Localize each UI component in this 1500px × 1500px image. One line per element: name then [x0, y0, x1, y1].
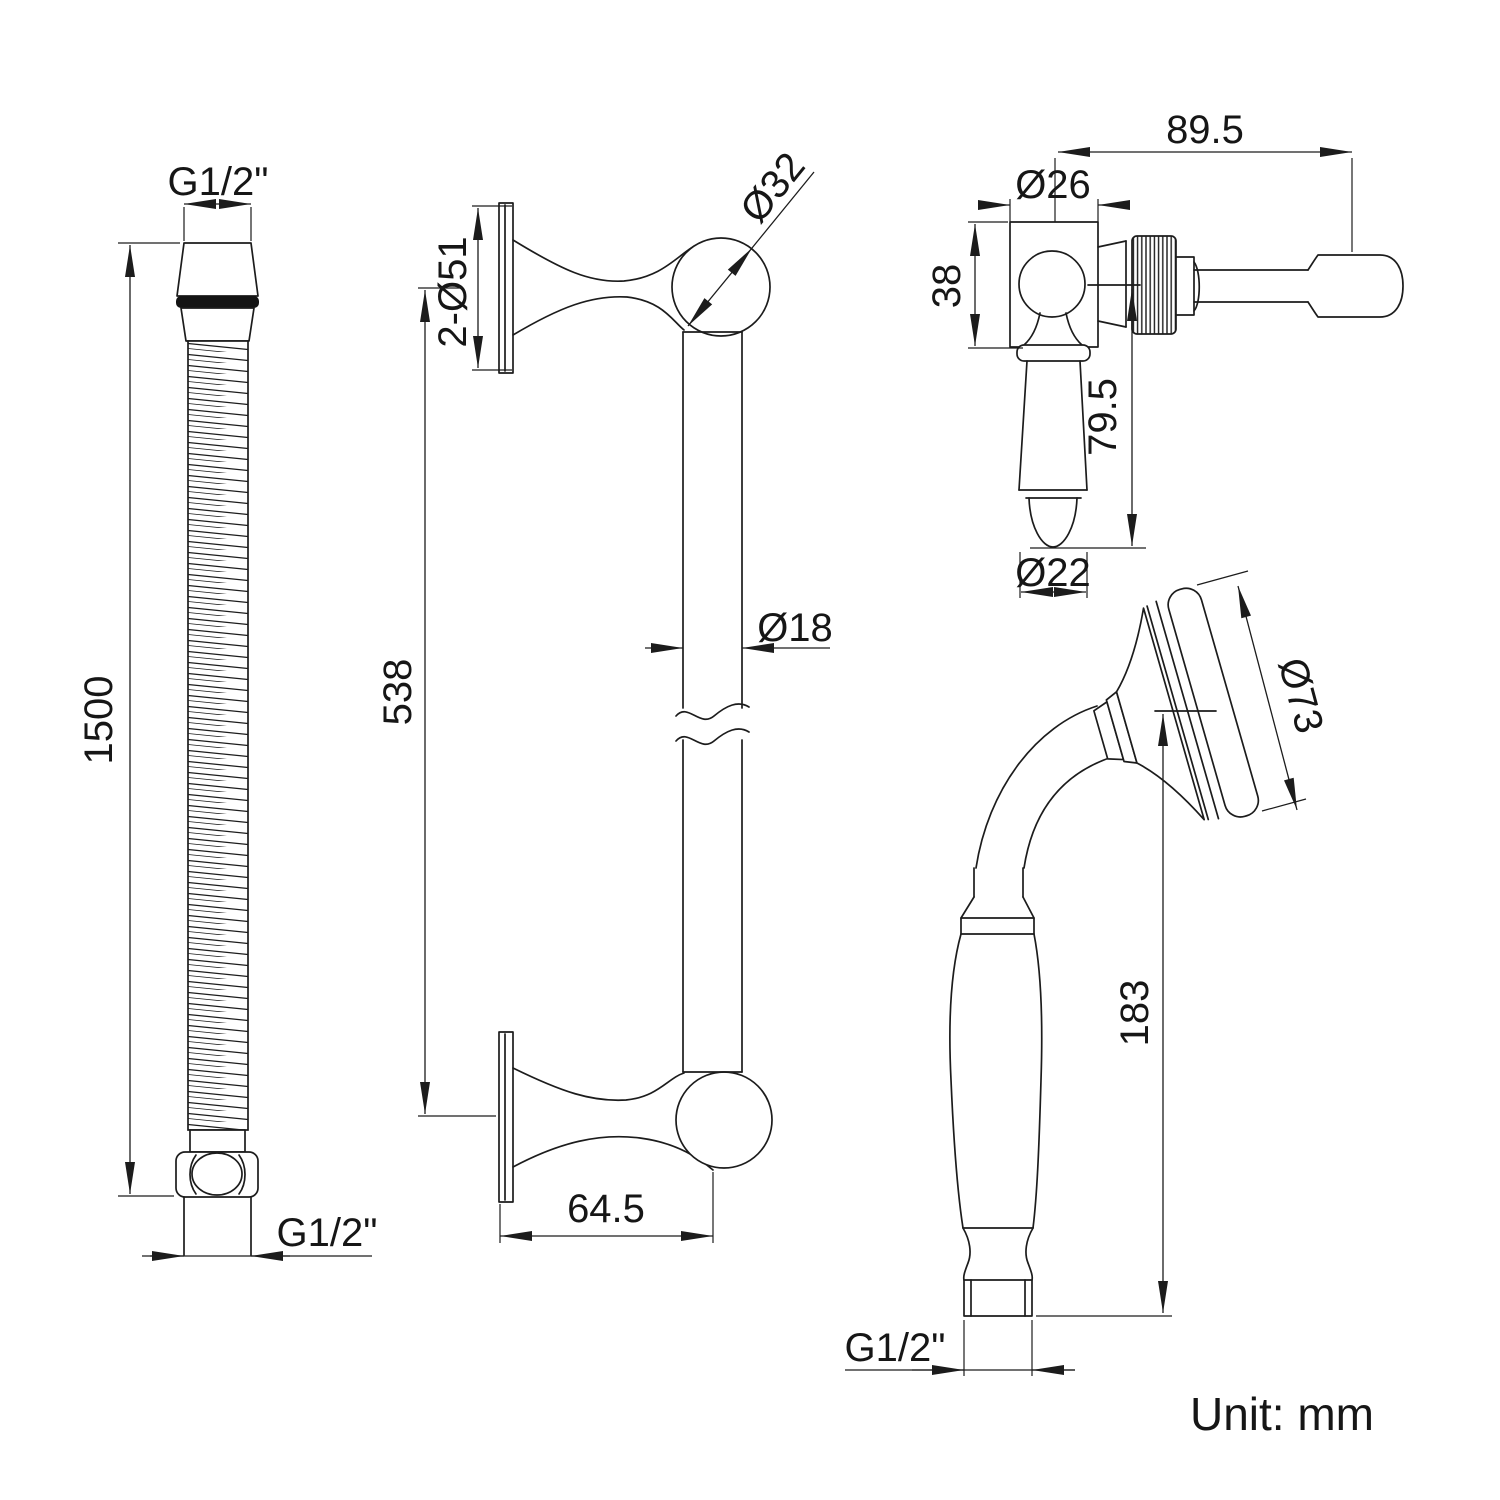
handset-arm-outer: [975, 705, 1098, 869]
grip-barrel-left: [949, 933, 964, 1229]
hose-corrugated-tube: [187, 340, 249, 1131]
hose-top-fitting: [176, 242, 259, 297]
rail-bracket-depth-label: 64.5: [567, 1187, 645, 1231]
head-bell: [1115, 607, 1206, 821]
wall-bracket-drawing: 89.5 Ø26 38 79.5 Ø22: [925, 108, 1404, 598]
hose-nut-facet-left: [189, 1154, 197, 1195]
bracket-ring-collar: [1175, 256, 1195, 316]
rail-bottom-trumpet-upper: [512, 1067, 685, 1102]
bracket-grip-collar: [1016, 344, 1091, 362]
rail-top-trumpet-upper: [512, 239, 703, 283]
dim-line-head-dia: [1237, 585, 1298, 811]
hose-length-label: 1500: [77, 676, 121, 765]
bracket-stem-left: [1023, 312, 1041, 346]
head-rib-2: [1155, 600, 1220, 820]
head-rib-1: [1146, 605, 1210, 821]
hose-nut-facet-right: [238, 1154, 246, 1195]
rail-flange-dia-label: 2-Ø51: [431, 236, 475, 347]
grip-lower-neck-left: [962, 1227, 971, 1281]
hose-bottom-thread-label: G1/2": [277, 1211, 378, 1255]
rail-length-label: 538: [376, 659, 420, 726]
handset-arm-inner: [1023, 756, 1113, 869]
hose-top-fitting-lower: [180, 307, 255, 342]
handset-length-label: 183: [1113, 980, 1157, 1047]
bracket-grip-length-label: 79.5: [1081, 378, 1125, 456]
bracket-neck-top: [1097, 240, 1127, 248]
rail-bottom-flange: [498, 1031, 514, 1203]
unit-note: Unit: mm: [1190, 1388, 1374, 1440]
bracket-ball-joint: [1018, 250, 1086, 318]
leader-line: [751, 171, 815, 249]
bracket-lever-handle: [1307, 254, 1404, 318]
hose-bottom-neck: [189, 1129, 246, 1153]
bracket-stem-right: [1065, 312, 1083, 346]
bracket-grip-left: [1018, 360, 1028, 491]
rail-break-line-top: [675, 703, 750, 721]
grip-barrel-right: [1032, 933, 1043, 1229]
head-face-rim: [1167, 587, 1260, 818]
bracket-grip-dome: [1028, 497, 1078, 548]
hose-drawing: G1/2" 1500 G1/2": [77, 160, 378, 1261]
handset-drawing: Ø73 183 G1/2": [845, 570, 1332, 1376]
hose-nut-face: [191, 1152, 243, 1196]
bracket-width-label: 89.5: [1166, 108, 1244, 152]
slide-rail-drawing: 2-Ø51 Ø32 538 Ø18 64.5: [376, 145, 833, 1243]
rail-top-knob: [671, 237, 771, 337]
ext-line: [1261, 798, 1307, 812]
bracket-body-dia-label: Ø26: [1015, 163, 1091, 207]
rail-bar-dia-label: Ø18: [757, 606, 833, 650]
bracket-grip-dia-label: Ø22: [1015, 551, 1091, 595]
rail-top-flange: [498, 202, 514, 374]
bracket-neck-bottom: [1097, 320, 1127, 328]
bracket-body-height-label: 38: [925, 264, 969, 309]
handset-head-dia-label: Ø73: [1270, 653, 1332, 737]
rail-break-line-bottom: [675, 728, 750, 746]
grip-lower-neck-right: [1025, 1227, 1034, 1281]
rail-bottom-knob: [675, 1071, 773, 1169]
grip-band: [960, 917, 1035, 935]
handset-head: [1093, 587, 1260, 821]
bracket-grip-right: [1079, 360, 1088, 491]
rail-top-trumpet-lower: [512, 295, 685, 336]
hose-top-thread-label: G1/2": [168, 160, 269, 204]
grip-flare: [960, 896, 1035, 919]
handset-thread-label: G1/2": [845, 1326, 946, 1370]
bracket-collar-bulge: [1193, 261, 1201, 312]
dim-line-knob-dia: [687, 247, 753, 327]
grip-thread-connector: [963, 1279, 1033, 1317]
ext-line: [1196, 570, 1249, 586]
hose-top-seal-band: [176, 296, 259, 308]
